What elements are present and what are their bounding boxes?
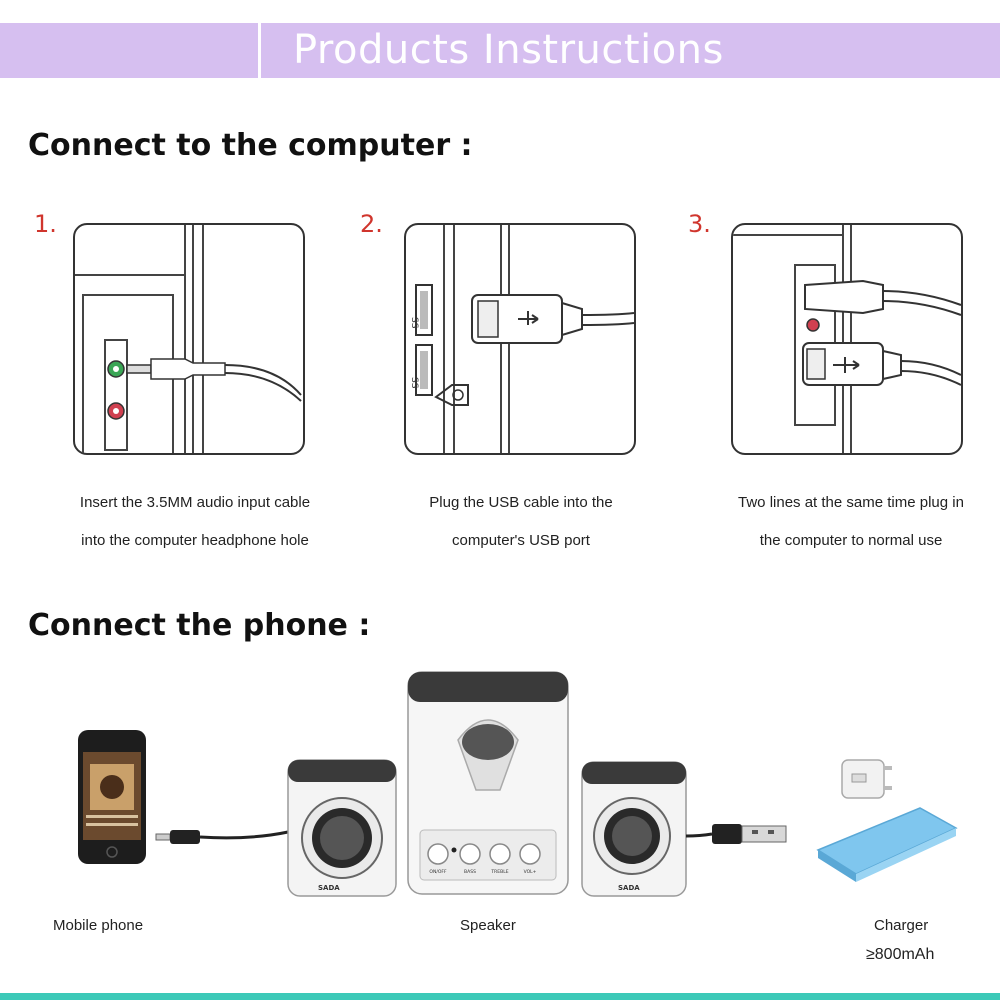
step-3-number: 3. [688,210,711,238]
step-2-caption-line2: computer's USB port [452,532,590,549]
computer-section-heading: Connect to the computer : [28,128,473,163]
phone-connection-illustration: SADA ON/OFF BASS TREBLE VOL+ SADA [78,671,958,897]
step-1-caption-line1: Insert the 3.5MM audio input cable [79,494,311,511]
step-1-illustration [73,223,305,455]
bass-button-label: BASS [464,869,476,875]
step-1-caption-line2: into the computer headphone hole [81,532,309,549]
charger-spec-label: ≥800mAh [866,946,935,963]
mobile-phone-image [78,730,146,864]
treble-button-label: TREBLE [490,869,508,875]
step-3-illustration [731,223,963,455]
step-3-caption: Two lines at the same time plug in the c… [696,484,1000,560]
left-speaker-brand: SADA [318,884,340,892]
title-banner: Products Instructions [0,23,1000,78]
speaker-label: Speaker [460,917,516,934]
onoff-button-label: ON/OFF [429,869,447,875]
vol-button-label: VOL+ [524,869,537,875]
svg-text:SS: SS [409,317,419,329]
banner-title: Products Instructions [293,27,724,73]
right-speaker-brand: SADA [618,884,640,892]
step-3-caption-line2: the computer to normal use [759,532,943,549]
bottom-accent-bar [0,993,1000,1000]
subwoofer-image: ON/OFF BASS TREBLE VOL+ [407,671,569,895]
banner-divider [258,23,261,78]
left-satellite-speaker-image: SADA [287,759,397,897]
step-1-caption: Insert the 3.5MM audio input cable into … [40,484,350,560]
step-3-caption-line1: Two lines at the same time plug in [738,494,964,511]
charger-label: Charger [874,917,929,934]
audio-cable-image [155,830,289,844]
step-2-caption-line1: Plug the USB cable into the [429,494,613,511]
svg-text:SS: SS [409,377,419,389]
mobile-phone-label: Mobile phone [53,917,144,934]
step-2-caption: Plug the USB cable into the computer's U… [366,484,676,560]
step-2-illustration: SS SS [404,223,636,455]
step-2-number: 2. [360,210,383,238]
power-bank-image [816,807,958,882]
usb-cable-image [685,824,787,844]
phone-section-heading: Connect the phone : [28,608,371,643]
right-satellite-speaker-image: SADA [581,761,687,897]
wall-charger-image [841,759,892,799]
step-1-number: 1. [34,210,57,238]
